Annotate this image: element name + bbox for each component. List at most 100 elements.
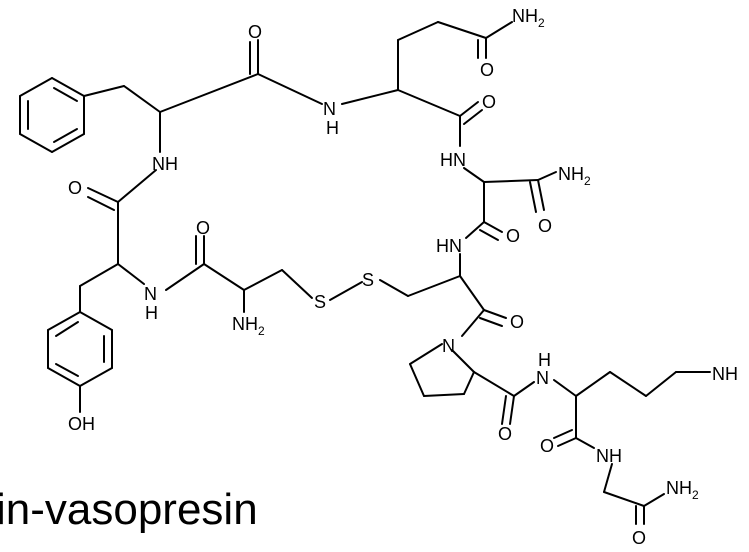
atom-label-n: N xyxy=(442,336,455,356)
bond xyxy=(459,101,479,117)
atom-label-o: O xyxy=(498,424,512,444)
bond xyxy=(485,21,513,39)
bond xyxy=(55,321,79,337)
bond xyxy=(479,317,503,327)
bond xyxy=(47,311,81,331)
atom-label-oh: OH xyxy=(68,414,95,434)
bond xyxy=(603,491,645,507)
bond xyxy=(341,89,399,105)
atom-label-nh2: NH2 xyxy=(666,478,699,502)
bond xyxy=(483,309,507,319)
atom-label-o: O xyxy=(480,60,494,80)
atom-label-nh: NH xyxy=(596,446,622,466)
atom-label-o: O xyxy=(248,22,262,42)
bond xyxy=(537,171,557,181)
bond xyxy=(643,493,665,507)
bond xyxy=(87,187,119,203)
bond xyxy=(513,381,535,397)
bond xyxy=(529,181,537,213)
bond xyxy=(423,393,465,397)
bond xyxy=(329,281,363,301)
bond xyxy=(19,77,53,97)
bond xyxy=(603,463,613,493)
atom-labels: O N H NH O O O NH2 HN NH2 O O HN O N H S… xyxy=(68,6,738,548)
bond xyxy=(459,275,485,311)
bond xyxy=(55,363,79,377)
bond xyxy=(281,269,313,299)
bond xyxy=(159,73,259,113)
bond xyxy=(645,371,677,397)
bond xyxy=(473,371,515,397)
bond xyxy=(553,379,577,397)
bond xyxy=(575,371,611,397)
atom-label-nh2: NH2 xyxy=(558,164,591,188)
bond xyxy=(483,179,539,183)
bond xyxy=(51,133,85,153)
bond xyxy=(509,395,515,425)
bond xyxy=(117,169,157,203)
bond xyxy=(165,263,205,291)
bond xyxy=(79,311,113,331)
bond xyxy=(479,229,499,241)
atom-label-o: O xyxy=(540,436,554,456)
bond xyxy=(397,89,461,117)
bond xyxy=(553,429,573,439)
bond xyxy=(53,87,78,102)
bond xyxy=(609,371,647,397)
atom-label-o: O xyxy=(482,92,496,112)
atom-label-nh: NH xyxy=(152,154,178,174)
bond xyxy=(397,21,439,41)
bond xyxy=(243,269,283,291)
atom-label-h: H xyxy=(145,303,158,323)
atom-label-o: O xyxy=(68,178,82,198)
bond xyxy=(463,371,475,395)
bond xyxy=(87,196,115,211)
atom-label-o: O xyxy=(538,216,552,236)
atom-label-nh: NH xyxy=(712,364,738,384)
bond xyxy=(83,85,125,97)
bond xyxy=(51,77,85,97)
atom-label-h: H xyxy=(538,350,551,370)
bond xyxy=(461,309,485,337)
bond xyxy=(575,437,595,449)
bond xyxy=(409,343,443,365)
bond xyxy=(257,73,323,105)
bond xyxy=(465,221,485,239)
atom-label-hn: HN xyxy=(440,150,466,170)
bond xyxy=(483,221,503,233)
atom-label-nh2: NH2 xyxy=(512,6,545,30)
bond xyxy=(437,21,487,39)
atom-label-o: O xyxy=(632,528,646,548)
bonds xyxy=(19,21,711,525)
bond xyxy=(19,133,53,153)
bond xyxy=(203,263,245,291)
atom-label-hn: HN xyxy=(436,236,462,256)
bond xyxy=(557,437,577,447)
bond xyxy=(123,85,161,113)
atom-label-o: O xyxy=(506,226,520,246)
atom-label-h: H xyxy=(326,118,339,138)
bond xyxy=(379,279,409,297)
atom-label-n: N xyxy=(144,284,157,304)
bond xyxy=(409,363,425,397)
bond xyxy=(117,263,145,285)
atom-label-s: S xyxy=(362,270,374,290)
bond xyxy=(463,167,485,183)
bond xyxy=(79,263,119,287)
bond xyxy=(463,109,483,125)
bond xyxy=(79,367,113,387)
bond xyxy=(501,395,507,425)
bond xyxy=(53,128,78,143)
bond xyxy=(407,275,461,297)
bond xyxy=(451,349,475,373)
atom-label-o: O xyxy=(196,218,210,238)
atom-label-n: N xyxy=(536,368,549,388)
molecule-name: in-vasopresin xyxy=(0,485,258,534)
atom-label-s: S xyxy=(314,292,326,312)
atom-label-n: N xyxy=(323,99,336,119)
atom-label-o: O xyxy=(510,312,524,332)
bond xyxy=(537,179,545,211)
atom-label-nh2: NH2 xyxy=(232,314,265,338)
bond xyxy=(47,367,81,387)
